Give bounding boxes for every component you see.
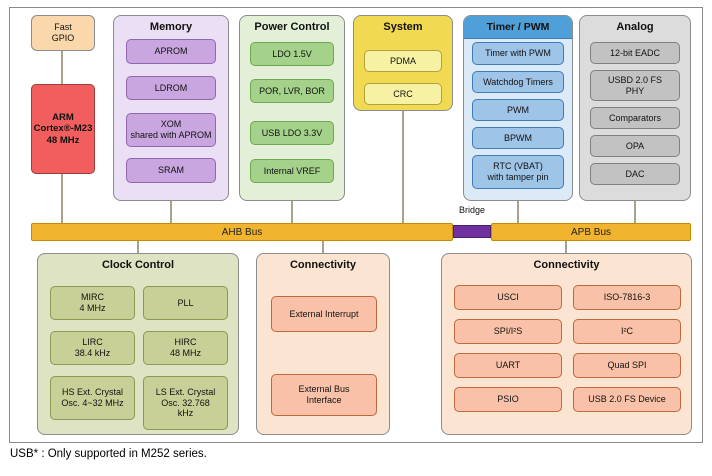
arm-cortex-m23-block: ARM Cortex®-M23 48 MHz — [31, 84, 95, 174]
connector-line — [137, 241, 139, 253]
block-pdma: PDMA — [364, 50, 442, 72]
power-control-group-title: Power Control — [254, 21, 330, 33]
block-12bit-eadc: 12-bit EADC — [590, 42, 680, 64]
block-dac: DAC — [590, 163, 680, 185]
block-internal-vref: Internal VREF — [250, 159, 334, 183]
block-hirc: HIRC 48 MHz — [143, 331, 228, 365]
block-opa: OPA — [590, 135, 680, 157]
soc-block-diagram: Fast GPIO ARM Cortex®-M23 48 MHz Memory … — [9, 7, 703, 443]
block-hs-ext-crystal: HS Ext. Crystal Osc. 4~32 MHz — [50, 376, 135, 420]
block-por-lvr-bor: POR, LVR, BOR — [250, 79, 334, 103]
block-spi-i2s: SPI/I²S — [454, 319, 562, 344]
timer-pwm-group-title: Timer / PWM — [464, 16, 572, 39]
clock-control-group: Clock Control MIRC 4 MHz PLL LIRC 38.4 k… — [37, 253, 239, 435]
block-rtc-vbat: RTC (VBAT) with tamper pin — [472, 155, 564, 189]
footnote: USB* : Only supported in M252 series. — [10, 448, 207, 460]
block-usci: USCI — [454, 285, 562, 310]
block-usb-fs-device: USB 2.0 FS Device — [573, 387, 681, 412]
block-pll: PLL — [143, 286, 228, 320]
block-ldo-1v5: LDO 1.5V — [250, 42, 334, 66]
block-ldrom: LDROM — [126, 76, 216, 100]
block-comparators: Comparators — [590, 107, 680, 129]
block-usb-ldo-3v3: USB LDO 3.3V — [250, 121, 334, 145]
bridge-block — [453, 225, 491, 238]
block-lirc: LIRC 38.4 kHz — [50, 331, 135, 365]
ahb-bus: AHB Bus — [31, 223, 453, 241]
system-group: System PDMA CRC — [353, 15, 453, 111]
block-xom: XOM shared with APROM — [126, 113, 216, 147]
system-group-title: System — [383, 21, 423, 33]
connector-line — [565, 241, 567, 253]
block-iso-7816-3: ISO-7816-3 — [573, 285, 681, 310]
analog-group: Analog 12-bit EADC USBD 2.0 FS PHY Compa… — [579, 15, 691, 201]
fast-gpio-block: Fast GPIO — [31, 15, 95, 51]
connector-line — [61, 174, 63, 223]
connector-line — [517, 201, 519, 223]
block-pwm: PWM — [472, 99, 564, 121]
block-quad-spi: Quad SPI — [573, 353, 681, 378]
connector-line — [402, 111, 404, 223]
power-control-group: Power Control LDO 1.5V POR, LVR, BOR USB… — [239, 15, 345, 201]
block-usbd-fs-phy: USBD 2.0 FS PHY — [590, 70, 680, 101]
block-aprom: APROM — [126, 39, 216, 64]
apb-bus: APB Bus — [491, 223, 691, 241]
connector-line — [322, 241, 324, 253]
block-external-interrupt: External Interrupt — [271, 296, 377, 332]
block-crc: CRC — [364, 83, 442, 105]
connector-line — [170, 201, 172, 223]
connector-line — [61, 51, 63, 84]
connector-line — [634, 201, 636, 223]
connectivity-ahb-group: Connectivity External Interrupt External… — [256, 253, 390, 435]
block-watchdog-timers: Watchdog Timers — [472, 71, 564, 93]
timer-pwm-group: Timer / PWM Timer with PWM Watchdog Time… — [463, 15, 573, 201]
block-i2c: I²C — [573, 319, 681, 344]
block-external-bus-interface: External Bus Interface — [271, 374, 377, 416]
block-mirc: MIRC 4 MHz — [50, 286, 135, 320]
block-timer-with-pwm: Timer with PWM — [472, 42, 564, 65]
connector-line — [291, 201, 293, 223]
block-bpwm: BPWM — [472, 127, 564, 149]
block-sram: SRAM — [126, 158, 216, 183]
memory-group-title: Memory — [149, 21, 193, 33]
memory-group: Memory APROM LDROM XOM shared with APROM… — [113, 15, 229, 201]
block-uart: UART — [454, 353, 562, 378]
connectivity-ahb-group-title: Connectivity — [289, 259, 356, 271]
clock-control-group-title: Clock Control — [101, 259, 175, 271]
connectivity-apb-group-title: Connectivity — [533, 259, 600, 271]
block-psio: PSIO — [454, 387, 562, 412]
bridge-label: Bridge — [458, 205, 485, 215]
connectivity-apb-group: Connectivity USCI ISO-7816-3 SPI/I²S I²C… — [441, 253, 692, 435]
analog-group-title: Analog — [616, 21, 654, 33]
block-ls-ext-crystal: LS Ext. Crystal Osc. 32.768 kHz — [143, 376, 228, 430]
